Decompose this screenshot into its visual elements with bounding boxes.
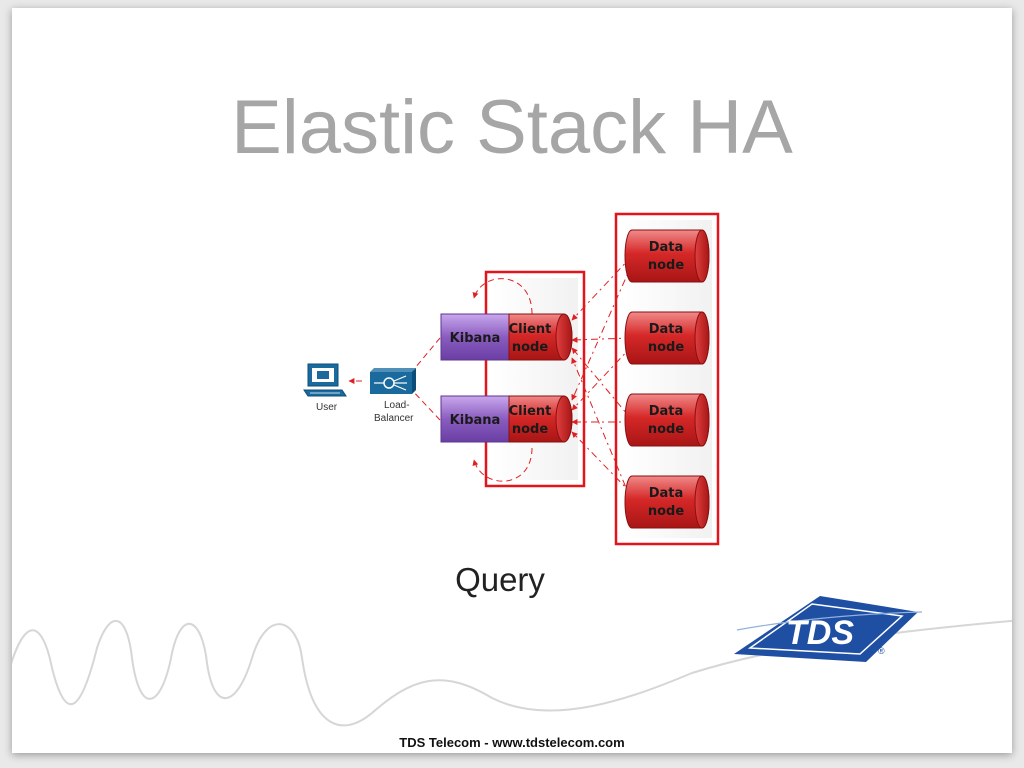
svg-text:Data: Data [649,322,684,337]
diagram-caption: Query [455,561,545,598]
data-node-1: Data node [624,229,710,283]
data-node-3: Data node [624,393,710,447]
query-connectors [571,255,633,503]
data-node-2: Data node [624,311,710,365]
kibana-node [440,313,510,361]
client-label-line1: Client [509,322,552,337]
user-label: User [316,402,338,413]
loop-arc-top [472,278,533,315]
svg-text:Data: Data [649,240,684,255]
kibana2-to-lb [409,387,441,421]
slide-footer: TDS Telecom - www.tdstelecom.com [399,735,625,750]
kibana-label: Kibana [450,413,501,428]
workstation-icon [303,363,347,397]
architecture-diagram: Kibana Client node Kibana Client node Da… [12,212,1012,727]
decorative-wave [12,619,1012,727]
kibana1-to-lb [409,337,441,375]
kibana-client-pair-2: Kibana Client node [440,395,573,443]
client-label-line1: Client [509,404,552,419]
svg-text:node: node [648,504,684,519]
svg-text:node: node [648,258,684,273]
load-balancer-label-line1: Load- [384,400,410,411]
svg-text:Data: Data [649,404,684,419]
tds-logo-text: TDS [786,614,854,652]
slide: Elastic Stack HA [12,8,1012,753]
loop-arc-bottom [472,447,533,482]
tds-logo: TDS ® [734,596,923,662]
client-label-line2: node [512,340,548,355]
svg-text:Data: Data [649,486,684,501]
svg-text:node: node [648,340,684,355]
kibana-client-pair-1: Kibana Client node [440,313,573,361]
slide-title: Elastic Stack HA [231,85,793,170]
data-cluster-box [614,212,720,546]
tds-registered-mark: ® [878,646,885,656]
load-balancer-label-line2: Balancer [374,413,414,424]
data-node-4: Data node [624,475,710,529]
kibana-node [440,395,510,443]
client-label-line2: node [512,422,548,437]
load-balancer-icon [370,368,416,394]
svg-text:node: node [648,422,684,437]
client-cluster-box [484,270,586,488]
kibana-label: Kibana [450,331,501,346]
